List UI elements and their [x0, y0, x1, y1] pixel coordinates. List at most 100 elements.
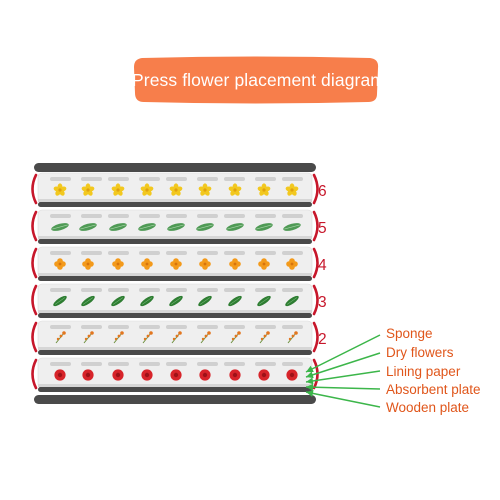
- sponge-pore: [224, 177, 245, 181]
- sponge-pore: [197, 251, 218, 255]
- layer-number-2: 2: [318, 331, 327, 348]
- divider-plate: [38, 202, 312, 207]
- divider-plate: [38, 276, 312, 281]
- sponge-pore: [81, 325, 102, 329]
- green-leaf: [81, 295, 95, 307]
- callout-wooden-plate: Wooden plate: [386, 400, 470, 415]
- sponge-pore: [255, 214, 276, 218]
- sponge-pore: [108, 325, 129, 329]
- orange-flower: [54, 258, 66, 270]
- yellow-flower: [228, 183, 242, 196]
- absorbent-plate: [38, 273, 312, 276]
- orange-sprig: [83, 331, 94, 344]
- layer-1: [31, 172, 319, 207]
- sponge-pore: [81, 362, 102, 366]
- green-leaf: [140, 295, 154, 307]
- sponge-pore: [50, 325, 71, 329]
- bracket-right: [312, 210, 319, 242]
- layer-number-5: 5: [318, 220, 327, 237]
- sponge-pore: [197, 288, 218, 292]
- layer-2: [31, 209, 319, 244]
- sponge-pore: [282, 288, 303, 292]
- sponge-pore: [50, 288, 71, 292]
- bracket-left: [31, 247, 38, 279]
- red-flower: [199, 369, 211, 381]
- sponge-pore: [224, 214, 245, 218]
- green-leaf: [138, 223, 156, 231]
- yellow-flower: [198, 183, 212, 196]
- divider-plate: [38, 313, 312, 318]
- sponge-pore: [81, 251, 102, 255]
- sponge-pore: [108, 362, 129, 366]
- sponge-pore: [197, 214, 218, 218]
- callout-arrow-1: [305, 334, 381, 373]
- bracket-right: [312, 247, 319, 279]
- red-flower: [82, 369, 94, 381]
- yellow-flower: [111, 183, 125, 196]
- bracket-left: [31, 173, 38, 205]
- absorbent-plate: [38, 384, 312, 387]
- orange-sprig: [171, 331, 182, 344]
- orange-flower: [286, 258, 298, 270]
- yellow-flower: [53, 183, 67, 196]
- layer-4: [31, 283, 319, 318]
- sponge-pore: [255, 177, 276, 181]
- green-leaf: [285, 295, 299, 307]
- yellow-flower: [81, 183, 95, 196]
- red-flower: [258, 369, 270, 381]
- orange-flower: [258, 258, 270, 270]
- bracket-right: [312, 284, 319, 316]
- red-flower: [54, 369, 66, 381]
- orange-sprig: [113, 331, 124, 344]
- bracket-left: [31, 321, 38, 353]
- green-leaf: [79, 223, 97, 231]
- sponge-pore: [224, 325, 245, 329]
- sponge-pore: [255, 325, 276, 329]
- sponge-pore: [166, 362, 187, 366]
- sponge-pore: [108, 177, 129, 181]
- sponge-pore: [255, 251, 276, 255]
- orange-sprig: [55, 331, 66, 344]
- sponge-pore: [139, 288, 160, 292]
- bracket-right: [312, 173, 319, 205]
- green-leaf: [257, 295, 271, 307]
- orange-flower: [170, 258, 182, 270]
- yellow-flower: [169, 183, 183, 196]
- orange-flower: [82, 258, 94, 270]
- sponge-pore: [197, 177, 218, 181]
- orange-flower: [229, 258, 241, 270]
- sponge-pore: [108, 251, 129, 255]
- sponge-pore: [139, 214, 160, 218]
- divider-plate: [38, 387, 312, 392]
- green-leaf: [169, 295, 183, 307]
- callout-sponge: Sponge: [386, 326, 433, 341]
- orange-flower: [199, 258, 211, 270]
- sponge-pore: [166, 251, 187, 255]
- sponge-pore: [50, 362, 71, 366]
- sponge-pore: [197, 362, 218, 366]
- yellow-flower: [140, 183, 154, 196]
- green-leaf: [228, 295, 242, 307]
- green-leaf: [111, 295, 125, 307]
- green-leaf: [167, 223, 185, 231]
- sponge-pore: [139, 251, 160, 255]
- red-flower: [112, 369, 124, 381]
- sponge-pore: [255, 362, 276, 366]
- layer-number-3: 3: [318, 294, 327, 311]
- green-leaf: [196, 223, 214, 231]
- sponge-pore: [166, 288, 187, 292]
- callout-arrow-3: [305, 370, 381, 385]
- orange-sprig: [287, 331, 298, 344]
- sponge-pore: [50, 251, 71, 255]
- sponge-pore: [282, 251, 303, 255]
- green-leaf: [226, 223, 244, 231]
- layer-number-6: 6: [318, 183, 327, 200]
- bracket-left: [31, 358, 38, 390]
- green-leaf: [53, 295, 67, 307]
- sponge-pore: [224, 288, 245, 292]
- sponge-pore: [166, 214, 187, 218]
- sponge-pore: [197, 325, 218, 329]
- sponge-pore: [282, 214, 303, 218]
- orange-sprig: [200, 331, 211, 344]
